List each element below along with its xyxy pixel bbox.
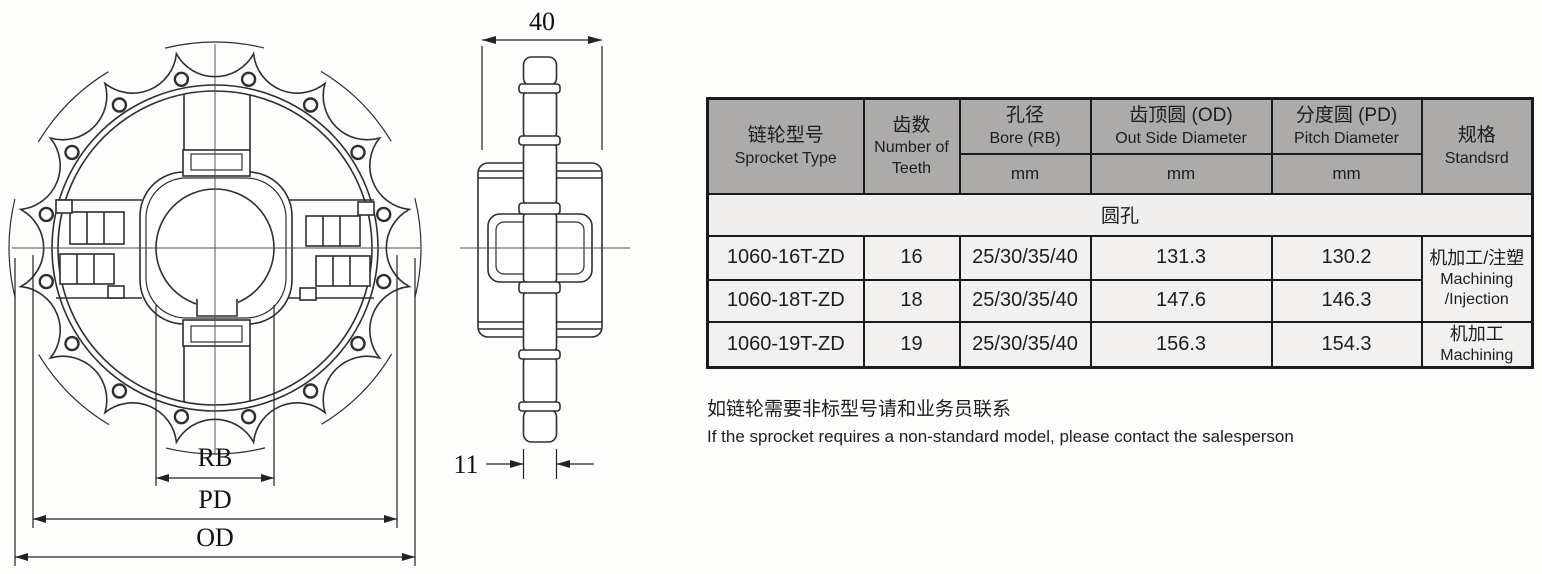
pd-cell: 130.2: [1270, 234, 1423, 281]
header-bore-zh: 孔径: [1005, 105, 1044, 127]
round-hole-band: 圆孔: [706, 192, 1534, 237]
table-row: 1060-18T-ZD 18 25/30/35/40 147.6 146.3: [706, 278, 1533, 323]
right-clip-details: [288, 199, 375, 301]
od-cell: 131.3: [1089, 234, 1273, 281]
spec-row3-zh: 机加工: [1449, 323, 1504, 344]
teeth-cell: 16: [862, 234, 961, 281]
header-pd-en: Pitch Diameter: [1294, 129, 1399, 147]
teeth-cell: 19: [862, 320, 961, 369]
header-bore: 孔径 Bore (RB): [958, 97, 1092, 155]
pd-dimension: PD: [32, 255, 398, 528]
od-label: OD: [196, 523, 234, 552]
od-cell: 147.6: [1089, 278, 1273, 323]
tooth-dimension: 11: [453, 449, 594, 479]
bore-cell: 25/30/35/40: [958, 278, 1092, 323]
note-zh: 如链轮需要非标型号请和业务员联系: [707, 399, 1012, 420]
table-row: 1060-19T-ZD 19 25/30/35/40 156.3 154.3 机…: [706, 320, 1534, 369]
spec-merged-cell: 机加工/注塑 Machining /Injection: [1420, 234, 1534, 323]
hub-spokes: [183, 94, 251, 402]
header-od-unit: mm: [1089, 152, 1273, 195]
rb-label: RB: [198, 443, 233, 472]
left-clip-details: [55, 199, 142, 299]
header-pd: 分度圆 (PD) Pitch Diameter: [1270, 97, 1423, 155]
header-spec-en: Standsrd: [1444, 149, 1509, 167]
header-teeth-zh: 齿数: [892, 114, 931, 136]
sprocket-teeth: [18, 51, 412, 445]
notes: 如链轮需要非标型号请和业务员联系 If the sprocket require…: [707, 396, 1294, 450]
header-od-zh: 齿顶圆 (OD): [1129, 105, 1233, 127]
header-od-en: Out Side Diameter: [1115, 129, 1247, 147]
spec-merged-en1: Machining: [1440, 271, 1514, 289]
header-sprocket-type-en: Sprocket Type: [734, 149, 837, 167]
spec-row3-cell: 机加工 Machining: [1420, 320, 1534, 369]
header-spec: 规格 Standsrd: [1420, 97, 1534, 195]
width-label: 40: [529, 7, 555, 36]
side-tooth-column: [518, 56, 561, 443]
table-row: 1060-16T-ZD 16 25/30/35/40 131.3 130.2 机…: [706, 234, 1534, 323]
front-centerlines: [12, 44, 420, 455]
spec-row3-en: Machining: [1440, 346, 1514, 364]
header-sprocket-type-zh: 链轮型号: [747, 125, 824, 147]
pd-label: PD: [198, 485, 231, 514]
rb-dimension: RB: [155, 305, 275, 486]
spec-merged-zh: 机加工/注塑: [1429, 247, 1525, 268]
spec-table: 链轮型号 Sprocket Type 齿数 Number of Teeth 孔径…: [706, 97, 1534, 369]
width-dimension: 40: [481, 7, 603, 150]
side-view: 40: [453, 7, 630, 479]
technical-drawing: RB PD OD 40: [8, 7, 630, 566]
note-en: If the sprocket requires a non-standard …: [707, 426, 1294, 446]
pd-cell: 146.3: [1270, 278, 1423, 323]
header-pd-zh: 分度圆 (PD): [1295, 105, 1398, 127]
tooth-label: 11: [453, 450, 478, 479]
header-bore-en: Bore (RB): [989, 129, 1061, 147]
header-spec-zh: 规格: [1457, 125, 1496, 147]
header-teeth-en: Number of Teeth: [874, 139, 949, 178]
header-bore-unit: mm: [958, 152, 1092, 195]
model-cell: 1060-19T-ZD: [706, 320, 865, 369]
header-pd-unit: mm: [1270, 152, 1423, 195]
model-cell: 1060-18T-ZD: [706, 278, 865, 323]
header-teeth: 齿数 Number of Teeth: [862, 97, 961, 195]
teeth-cell: 18: [862, 278, 961, 323]
bore-cell: 25/30/35/40: [958, 234, 1092, 281]
bore-cell: 25/30/35/40: [958, 320, 1092, 369]
od-dimension: OD: [14, 258, 416, 566]
header-sprocket-type: 链轮型号 Sprocket Type: [706, 97, 865, 195]
header-od: 齿顶圆 (OD) Out Side Diameter: [1089, 97, 1273, 155]
model-cell: 1060-16T-ZD: [706, 234, 865, 281]
spec-merged-en2: /Injection: [1444, 291, 1509, 309]
od-cell: 156.3: [1089, 320, 1273, 369]
front-view: RB PD OD: [8, 41, 422, 566]
pd-cell: 154.3: [1270, 320, 1423, 369]
